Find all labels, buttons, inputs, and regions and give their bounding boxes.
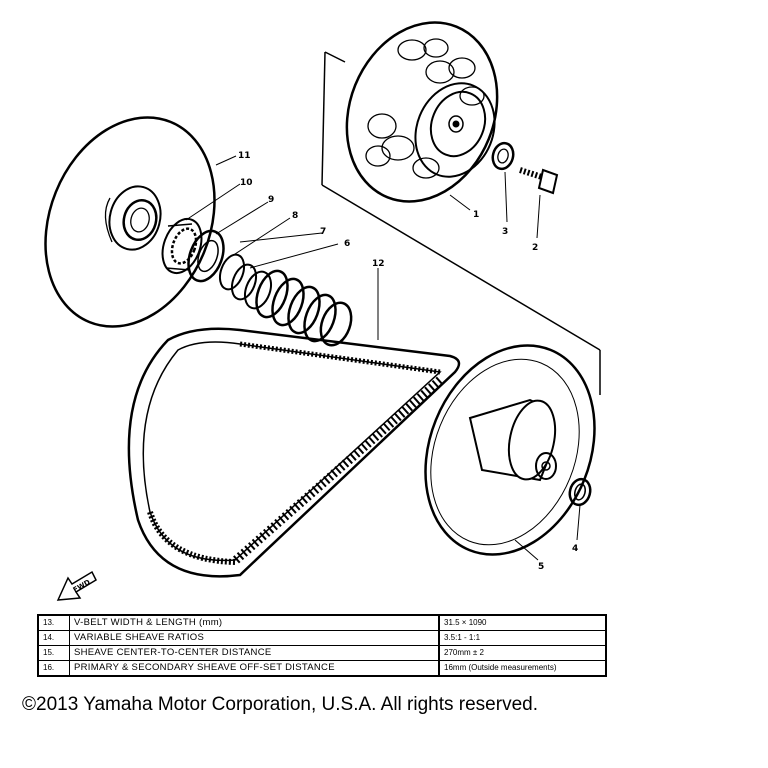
collar-7 <box>243 270 273 310</box>
bearing-10 <box>161 217 203 275</box>
callout-12: 12 <box>372 259 385 269</box>
spacer-8 <box>218 253 258 301</box>
spec-num: 13. <box>38 615 70 631</box>
washer-3 <box>491 141 515 171</box>
spec-label: SHEAVE CENTER-TO-CENTER DISTANCE <box>69 645 440 661</box>
spec-value: 31.5 × 1090 <box>439 615 606 631</box>
callout-1: 1 <box>473 210 479 220</box>
spec-table: 13.V-BELT WIDTH & LENGTH (mm)31.5 × 1090… <box>37 614 607 677</box>
callout-10: 10 <box>240 178 253 188</box>
callout-3: 3 <box>502 227 508 237</box>
spec-row: 16.PRIMARY & SECONDARY SHEAVE OFF-SET DI… <box>38 660 606 677</box>
spec-value: 16mm (Outside measurements) <box>439 660 606 677</box>
fwd-arrow-icon <box>56 570 97 601</box>
callout-8: 8 <box>292 211 298 221</box>
spec-num: 15. <box>38 645 70 661</box>
spec-label: V-BELT WIDTH & LENGTH (mm) <box>69 615 440 631</box>
spec-num: 16. <box>38 660 70 677</box>
callout-5: 5 <box>538 562 544 572</box>
circlip-4 <box>568 477 592 507</box>
spec-num: 14. <box>38 630 70 646</box>
leader-lines <box>185 155 581 561</box>
primary-fixed-sheave <box>345 21 499 203</box>
secondary-sheave-5 <box>424 344 596 556</box>
bolt-2 <box>519 167 559 195</box>
v-belt-12 <box>127 327 461 578</box>
spec-value: 3.5:1 - 1:1 <box>439 630 606 646</box>
primary-movable-sheave <box>44 116 216 328</box>
callout-2: 2 <box>532 243 538 253</box>
callout-9: 9 <box>268 195 274 205</box>
callout-6: 6 <box>344 239 350 249</box>
spring-6 <box>255 269 353 347</box>
callout-11: 11 <box>238 151 251 161</box>
collar-9 <box>187 229 225 283</box>
frame-lines <box>321 51 601 395</box>
callout-7: 7 <box>320 227 326 237</box>
spec-label: VARIABLE SHEAVE RATIOS <box>69 630 440 646</box>
spec-label: PRIMARY & SECONDARY SHEAVE OFF-SET DISTA… <box>69 660 440 677</box>
callout-4: 4 <box>572 544 578 554</box>
clutch-exploded-diagram: 1 2 3 4 5 6 7 8 9 10 11 12 FWD <box>44 21 601 601</box>
fwd-label: FWD <box>72 578 92 594</box>
copyright-notice: ©2013 Yamaha Motor Corporation, U.S.A. A… <box>22 694 538 715</box>
spec-row: 13.V-BELT WIDTH & LENGTH (mm)31.5 × 1090 <box>38 615 606 631</box>
spec-value: 270mm ± 2 <box>439 645 606 661</box>
